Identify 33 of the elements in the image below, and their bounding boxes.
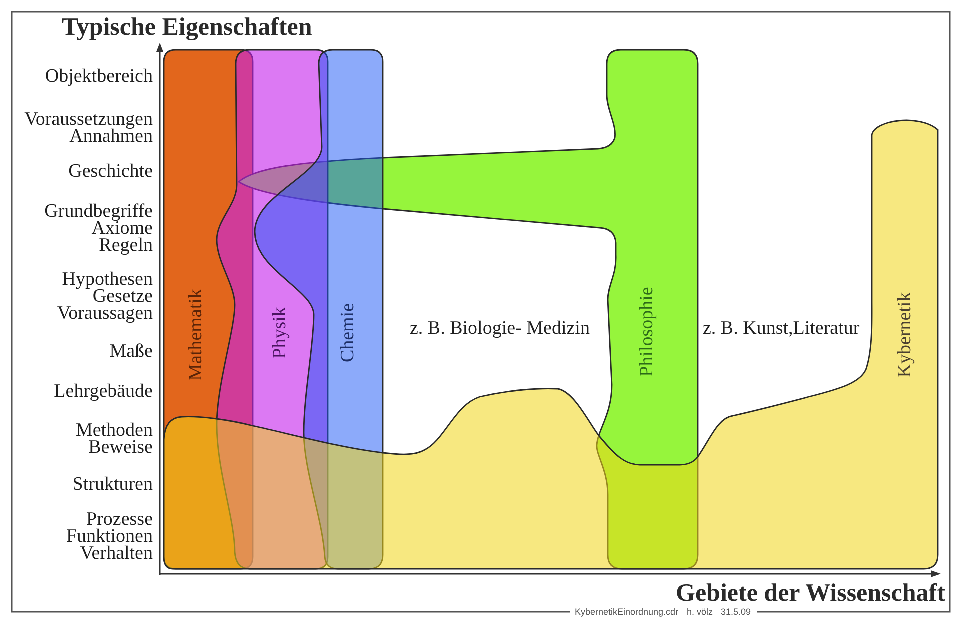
band-label: Mathematik — [186, 289, 206, 381]
property-label: Objektbereich — [45, 68, 153, 85]
field-label: z. B. Kunst,Literatur — [703, 320, 860, 337]
property-label: Axiome — [92, 220, 153, 237]
property-label: Grundbegriffe — [44, 203, 153, 220]
property-label: Methoden — [76, 422, 153, 439]
property-label: Maße — [110, 343, 153, 360]
axis-title: Typische Eigenschaften — [62, 15, 312, 40]
property-label: Funktionen — [66, 528, 153, 545]
property-label: Beweise — [88, 439, 153, 456]
band-label: Philosophie — [638, 287, 656, 377]
property-label: Annahmen — [70, 128, 153, 145]
field-label: z. B. Biologie- Medizin — [410, 320, 590, 337]
band-label: Kybernetik — [896, 292, 914, 378]
property-label: Geschichte — [68, 163, 153, 180]
band-label: Chemie — [338, 303, 358, 363]
footer-text: KybernetikEinordnung.cdr — [575, 607, 679, 618]
property-label: Lehrgebäude — [54, 383, 153, 400]
footer-text: 31.5.09 — [721, 607, 752, 618]
property-label: Voraussetzungen — [24, 111, 153, 128]
wavy-area — [163, 117, 939, 570]
property-label: Prozesse — [86, 511, 153, 528]
property-label: Verhalten — [80, 545, 153, 562]
property-label: Voraussagen — [57, 305, 153, 322]
property-label: Hypothesen — [62, 271, 153, 288]
band-label: Physik — [270, 307, 290, 359]
property-label: Strukturen — [72, 476, 153, 493]
property-label: Gesetze — [92, 288, 153, 305]
axis-title: Gebiete der Wissenschaft — [676, 581, 946, 606]
property-label: Regeln — [99, 237, 153, 254]
footer-text: h. völz — [687, 607, 714, 618]
t-shaped-band — [238, 49, 699, 570]
vertical-band — [163, 49, 254, 570]
